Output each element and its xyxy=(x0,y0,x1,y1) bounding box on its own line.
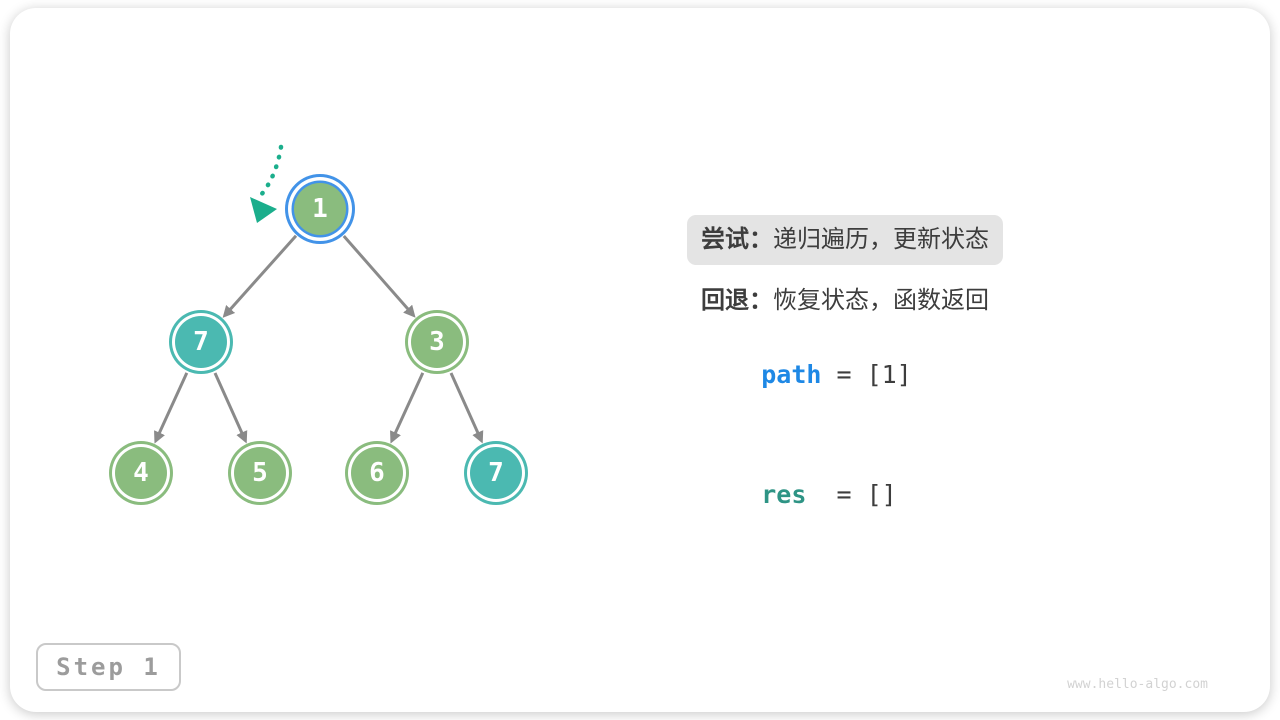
res-variable: res = [] xyxy=(701,450,897,540)
tree-node: 7 xyxy=(175,316,227,368)
try-label-bold: 尝试： xyxy=(701,226,773,253)
res-variable-value: = [] xyxy=(821,480,897,509)
path-variable: path = [1] xyxy=(701,330,912,420)
try-action-label: 尝试：递归遍历，更新状态 xyxy=(687,215,1003,265)
tree-node: 7 xyxy=(470,447,522,499)
tree-node: 3 xyxy=(411,316,463,368)
tree-node-root: 1 xyxy=(294,183,346,235)
res-variable-name: res xyxy=(761,480,807,509)
path-variable-name: path xyxy=(761,360,822,389)
watermark: www.hello-algo.com xyxy=(1067,677,1208,692)
back-action-label: 回退：恢复状态，函数返回 xyxy=(687,286,1003,316)
back-label-text: 恢复状态，函数返回 xyxy=(773,287,989,314)
path-variable-value: = [1] xyxy=(821,360,912,389)
try-label-text: 递归遍历，更新状态 xyxy=(773,226,989,253)
tree-node: 5 xyxy=(234,447,286,499)
back-label-bold: 回退： xyxy=(701,287,773,314)
tree-node: 4 xyxy=(115,447,167,499)
step-badge: Step 1 xyxy=(36,643,181,691)
tree-node: 6 xyxy=(351,447,403,499)
diagram-card xyxy=(10,8,1270,712)
